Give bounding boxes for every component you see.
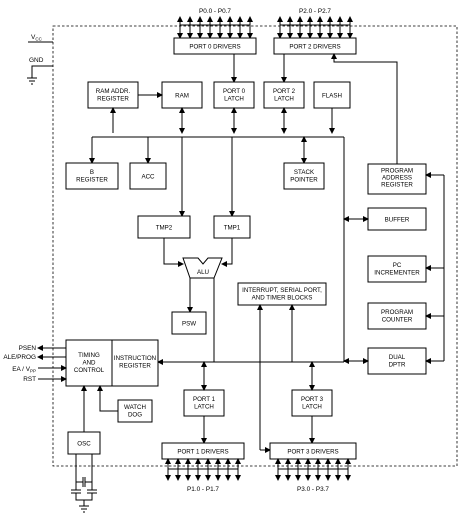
svg-text:RAM ADDR.: RAM ADDR. <box>96 88 131 95</box>
svg-text:AND TIMER BLOCKS: AND TIMER BLOCKS <box>252 295 313 302</box>
svg-text:WATCH: WATCH <box>124 404 146 411</box>
svg-text:RAM: RAM <box>175 93 189 100</box>
svg-text:PORT 3: PORT 3 <box>301 396 324 403</box>
svg-text:OSC: OSC <box>77 441 91 448</box>
control-pins: PSEN ALE/PROG EA / VPP RST <box>3 345 67 383</box>
svg-text:REGISTER: REGISTER <box>76 177 108 184</box>
port3-pins: P3.0 - P3.7 <box>275 458 351 493</box>
watchdog-block: WATCH DOG <box>117 399 153 423</box>
svg-text:P3.0 - P3.7: P3.0 - P3.7 <box>297 486 329 493</box>
svg-text:FLASH: FLASH <box>322 93 342 100</box>
svg-text:INCREMENTER: INCREMENTER <box>374 270 420 277</box>
svg-text:PC: PC <box>393 262 402 269</box>
svg-text:TMP1: TMP1 <box>224 225 241 232</box>
svg-text:EA / VPP: EA / VPP <box>12 366 36 374</box>
instruction-register-block: INSTRUCTION REGISTER <box>111 339 159 387</box>
svg-text:PSEN: PSEN <box>19 345 37 352</box>
svg-text:RST: RST <box>23 376 36 383</box>
stack-pointer-block: STACK POINTER <box>283 162 325 190</box>
dual-dptr-block: DUAL DPTR <box>367 347 427 375</box>
port1-pins: P1.0 - P1.7 <box>165 458 241 493</box>
port3-drivers-block: PORT 3 DRIVERS <box>269 442 357 460</box>
port1-latch-block: PORT 1 LATCH <box>183 389 225 417</box>
port0-pins: P0.0 - P0.7 <box>177 8 253 39</box>
svg-text:BUFFER: BUFFER <box>385 217 410 224</box>
svg-text:GND: GND <box>29 57 44 64</box>
svg-text:B: B <box>90 169 94 176</box>
svg-text:REGISTER: REGISTER <box>97 96 129 103</box>
svg-text:PORT 0 DRIVERS: PORT 0 DRIVERS <box>189 44 240 51</box>
alu-block: ALU <box>182 257 223 279</box>
port2-drivers-block: PORT 2 DRIVERS <box>273 37 357 55</box>
svg-text:PORT 1: PORT 1 <box>193 396 216 403</box>
svg-text:CONTROL: CONTROL <box>74 367 105 374</box>
crystal-icon <box>71 454 97 513</box>
svg-text:POINTER: POINTER <box>290 177 318 184</box>
b-register-block: B REGISTER <box>65 162 119 190</box>
flash-block: FLASH <box>313 81 351 109</box>
timing-control-block: TIMING AND CONTROL <box>65 339 113 387</box>
svg-text:DUAL: DUAL <box>389 354 406 361</box>
program-address-register-block: PROGRAM ADDRESS REGISTER <box>367 163 427 195</box>
svg-text:ACC: ACC <box>141 174 155 181</box>
svg-text:DPTR: DPTR <box>389 362 406 369</box>
gnd-pin: GND <box>27 57 53 85</box>
svg-text:PORT 3 DRIVERS: PORT 3 DRIVERS <box>287 449 338 456</box>
svg-text:ALU: ALU <box>197 269 209 276</box>
svg-text:PORT 2 DRIVERS: PORT 2 DRIVERS <box>289 44 340 51</box>
svg-text:INSTRUCTION: INSTRUCTION <box>114 355 156 362</box>
ram-block: RAM <box>161 81 203 109</box>
interrupt-serial-timer-block: INTERRUPT, SERIAL PORT, AND TIMER BLOCKS <box>237 282 327 306</box>
chip-boundary <box>52 25 458 467</box>
port2-pins: P2.0 - P2.7 <box>277 8 353 39</box>
svg-text:COUNTER: COUNTER <box>382 317 413 324</box>
svg-text:LATCH: LATCH <box>274 96 294 103</box>
svg-text:DOG: DOG <box>128 412 142 419</box>
svg-text:PROGRAM: PROGRAM <box>381 168 413 175</box>
pc-incrementer-block: PC INCREMENTER <box>367 255 427 283</box>
port2-latch-block: PORT 2 LATCH <box>263 81 305 109</box>
tmp1-block: TMP1 <box>213 215 251 239</box>
svg-text:LATCH: LATCH <box>194 404 214 411</box>
port0-drivers-block: PORT 0 DRIVERS <box>173 37 257 55</box>
tmp2-block: TMP2 <box>137 215 191 239</box>
ram-addr-register-block: RAM ADDR. REGISTER <box>87 81 139 109</box>
svg-text:REGISTER: REGISTER <box>381 182 413 189</box>
svg-text:REGISTER: REGISTER <box>119 363 151 370</box>
acc-block: ACC <box>129 162 167 190</box>
svg-text:AND: AND <box>82 360 96 367</box>
svg-text:PORT 2: PORT 2 <box>273 88 296 95</box>
port3-latch-block: PORT 3 LATCH <box>291 389 333 417</box>
port1-drivers-block: PORT 1 DRIVERS <box>161 442 245 460</box>
buffer-block: BUFFER <box>367 207 427 231</box>
svg-text:INTERRUPT, SERIAL PORT,: INTERRUPT, SERIAL PORT, <box>242 287 322 294</box>
program-counter-block: PROGRAM COUNTER <box>367 302 427 330</box>
svg-text:VCC: VCC <box>31 34 43 42</box>
osc-block: OSC <box>67 431 101 455</box>
svg-text:PORT 0: PORT 0 <box>223 88 246 95</box>
svg-text:P0.0 - P0.7: P0.0 - P0.7 <box>199 8 231 15</box>
port0-latch-block: PORT 0 LATCH <box>213 81 255 109</box>
svg-text:ALE/PROG: ALE/PROG <box>3 354 36 361</box>
svg-text:PSW: PSW <box>182 321 196 328</box>
psw-block: PSW <box>171 311 207 335</box>
svg-text:TMP2: TMP2 <box>156 225 173 232</box>
svg-text:PROGRAM: PROGRAM <box>381 309 413 316</box>
svg-text:P1.0 - P1.7: P1.0 - P1.7 <box>187 486 219 493</box>
svg-text:PORT 1 DRIVERS: PORT 1 DRIVERS <box>177 449 228 456</box>
svg-text:LATCH: LATCH <box>224 96 244 103</box>
vcc-pin: VCC <box>28 34 53 43</box>
svg-text:TIMING: TIMING <box>78 352 100 359</box>
svg-text:ADDRESS: ADDRESS <box>382 175 412 182</box>
svg-text:LATCH: LATCH <box>302 404 322 411</box>
svg-text:P2.0 - P2.7: P2.0 - P2.7 <box>299 8 331 15</box>
svg-text:STACK: STACK <box>294 169 315 176</box>
